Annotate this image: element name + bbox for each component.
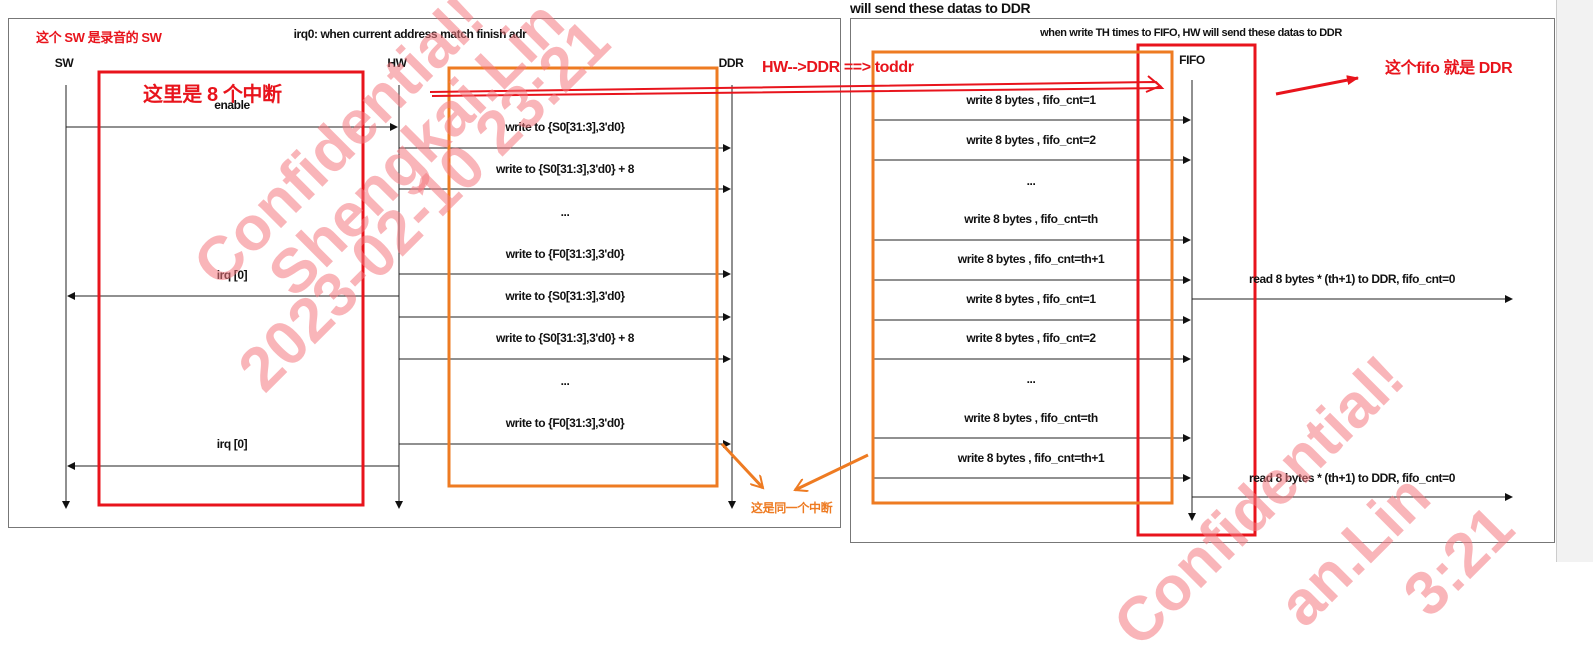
eight-irq-label: 这里是 8 个中断: [143, 84, 282, 106]
lane-hw-label: HW: [387, 56, 407, 70]
same-irq-arrow-left: [720, 442, 763, 488]
lane-ddr-label: DDR: [718, 56, 744, 70]
left-diagram-title: irq0: when current address match finish …: [293, 27, 527, 41]
same-irq-note: 这是同一个中断: [751, 501, 833, 515]
fifo-is-ddr-note: 这个fifo 就是 DDR: [1385, 60, 1513, 77]
row-label: write 8 bytes , fifo_cnt=th+1: [957, 451, 1105, 465]
dots1-label: ...: [560, 205, 570, 219]
hw-to-ddr-label: HW-->DDR ==> toddr: [762, 59, 914, 76]
row-label: ...: [1026, 174, 1036, 188]
left-diagram-panel: [8, 18, 841, 528]
dots2-label: ...: [560, 374, 570, 388]
fifo-note-arrow: [1275, 75, 1359, 96]
row-label: write 8 bytes , fifo_cnt=2: [966, 133, 1096, 147]
msg5-label: write to {S0[31:3],3'd0} + 8: [495, 331, 635, 345]
read2-label: read 8 bytes * (th+1) to DDR, fifo_cnt=0: [1248, 471, 1456, 485]
msg6-label: write to {F0[31:3],3'd0}: [505, 416, 625, 430]
row-label: write 8 bytes , fifo_cnt=1: [966, 93, 1096, 107]
row-label: write 8 bytes , fifo_cnt=2: [966, 331, 1096, 345]
msg4-label: write to {S0[31:3],3'd0}: [505, 289, 625, 303]
msg1-label: write to {S0[31:3],3'd0}: [505, 120, 625, 134]
sw-annotation: 这个 SW 是录音的 SW: [36, 30, 162, 45]
fifo-red-box: [1136, 43, 1257, 537]
lane-fifo-label: FIFO: [1179, 53, 1205, 67]
msg2-label: write to {S0[31:3],3'd0} + 8: [495, 162, 635, 176]
irq2-label: irq [0]: [216, 437, 248, 451]
row-label: write 8 bytes , fifo_cnt=1: [966, 292, 1096, 306]
row-label: ...: [1026, 372, 1036, 386]
ddr-orange-box: [447, 66, 719, 488]
sw-red-box: [97, 70, 365, 507]
msg3-label: write to {F0[31:3],3'd0}: [505, 247, 625, 261]
same-irq-arrow-right: [795, 453, 869, 490]
right-diagram-title: when write TH times to FIFO, HW will sen…: [1040, 27, 1342, 39]
right-side-strip: [1556, 0, 1593, 562]
enable-label: enable: [214, 98, 250, 112]
right-header-cut: will send these datas to DDR: [850, 0, 1031, 16]
read1-label: read 8 bytes * (th+1) to DDR, fifo_cnt=0: [1248, 272, 1456, 286]
lane-sw-label: SW: [54, 56, 74, 70]
irq1-label: irq [0]: [216, 268, 248, 282]
row-label: write 8 bytes , fifo_cnt=th+1: [957, 252, 1105, 266]
row-label: write 8 bytes , fifo_cnt=th: [964, 411, 1098, 425]
row-label: write 8 bytes , fifo_cnt=th: [964, 212, 1098, 226]
sequence-lines: [62, 43, 1513, 537]
fifo-orange-box: [871, 50, 1174, 505]
